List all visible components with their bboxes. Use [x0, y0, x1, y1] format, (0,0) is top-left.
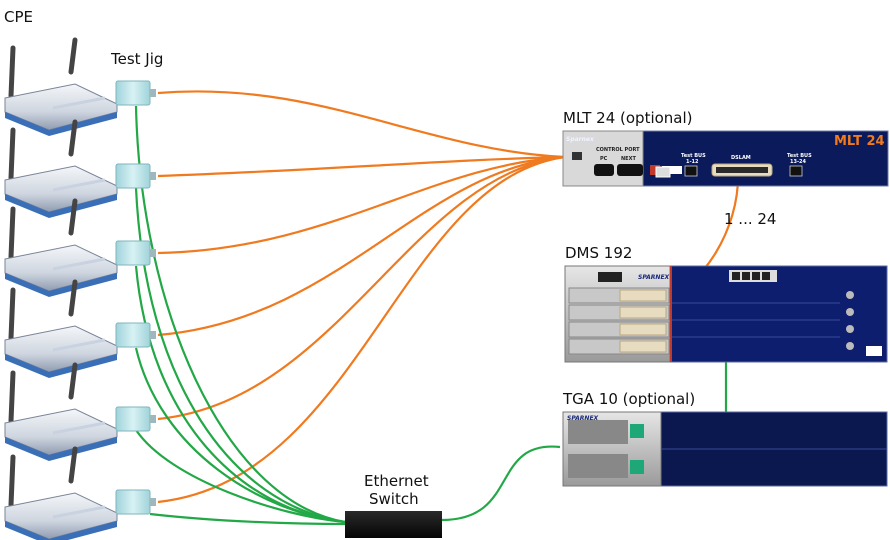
- router-icon: [5, 449, 117, 540]
- ethernet-switch-icon: [345, 511, 442, 538]
- dms-brand: SPARNEX: [638, 274, 670, 281]
- mlt-brand: Sparnex: [566, 136, 595, 143]
- mlt-24-unit: CONTROL PORT PC NEXT Sparnex Test BUS 1-…: [562, 130, 889, 187]
- orange-cables: [157, 90, 740, 504]
- mlt-title: MLT 24: [834, 134, 885, 149]
- router-icon: [5, 201, 117, 297]
- tga-10-unit: SPARNEX: [562, 411, 888, 487]
- test-jig-icon: [115, 80, 157, 106]
- test-jig-icon: [115, 240, 157, 266]
- tga-brand: SPARNEX: [567, 415, 599, 422]
- mlt-pc-label: PC: [600, 156, 608, 162]
- dms-192-unit: SPARNEX: [564, 265, 888, 363]
- test-jig-icon: [115, 322, 157, 348]
- router-icon: [5, 40, 117, 136]
- mlt-test-bus-b-range: 13-24: [790, 159, 807, 165]
- dms-label: DMS 192: [565, 244, 632, 262]
- mlt-test-bus-a-range: 1-12: [686, 159, 699, 165]
- test-jig-icon: [115, 406, 157, 432]
- mlt-label: MLT 24 (optional): [563, 109, 693, 127]
- mlt-test-bus-b-label: Test BUS: [787, 153, 812, 159]
- tga-label: TGA 10 (optional): [562, 390, 695, 408]
- mlt-next-label: NEXT: [621, 156, 636, 162]
- test-jig-label: Test Jig: [110, 50, 163, 68]
- router-icon: [5, 365, 117, 461]
- switch-label-line1: Ethernet: [364, 472, 429, 490]
- mlt-test-bus-a-label: Test BUS: [681, 153, 706, 159]
- test-jig-icon: [115, 489, 157, 515]
- mlt-dslam-label: DSLAM: [731, 155, 751, 161]
- cpe-label: CPE: [4, 8, 33, 26]
- test-jig-icon: [115, 163, 157, 189]
- range-label: 1 ... 24: [724, 210, 776, 228]
- router-icon: [5, 282, 117, 378]
- green-cables: [134, 105, 728, 526]
- cpe-routers: [5, 40, 117, 540]
- router-icon: [5, 122, 117, 218]
- switch-label-line2: Switch: [369, 490, 419, 508]
- mlt-control-port-label: CONTROL PORT: [596, 147, 640, 153]
